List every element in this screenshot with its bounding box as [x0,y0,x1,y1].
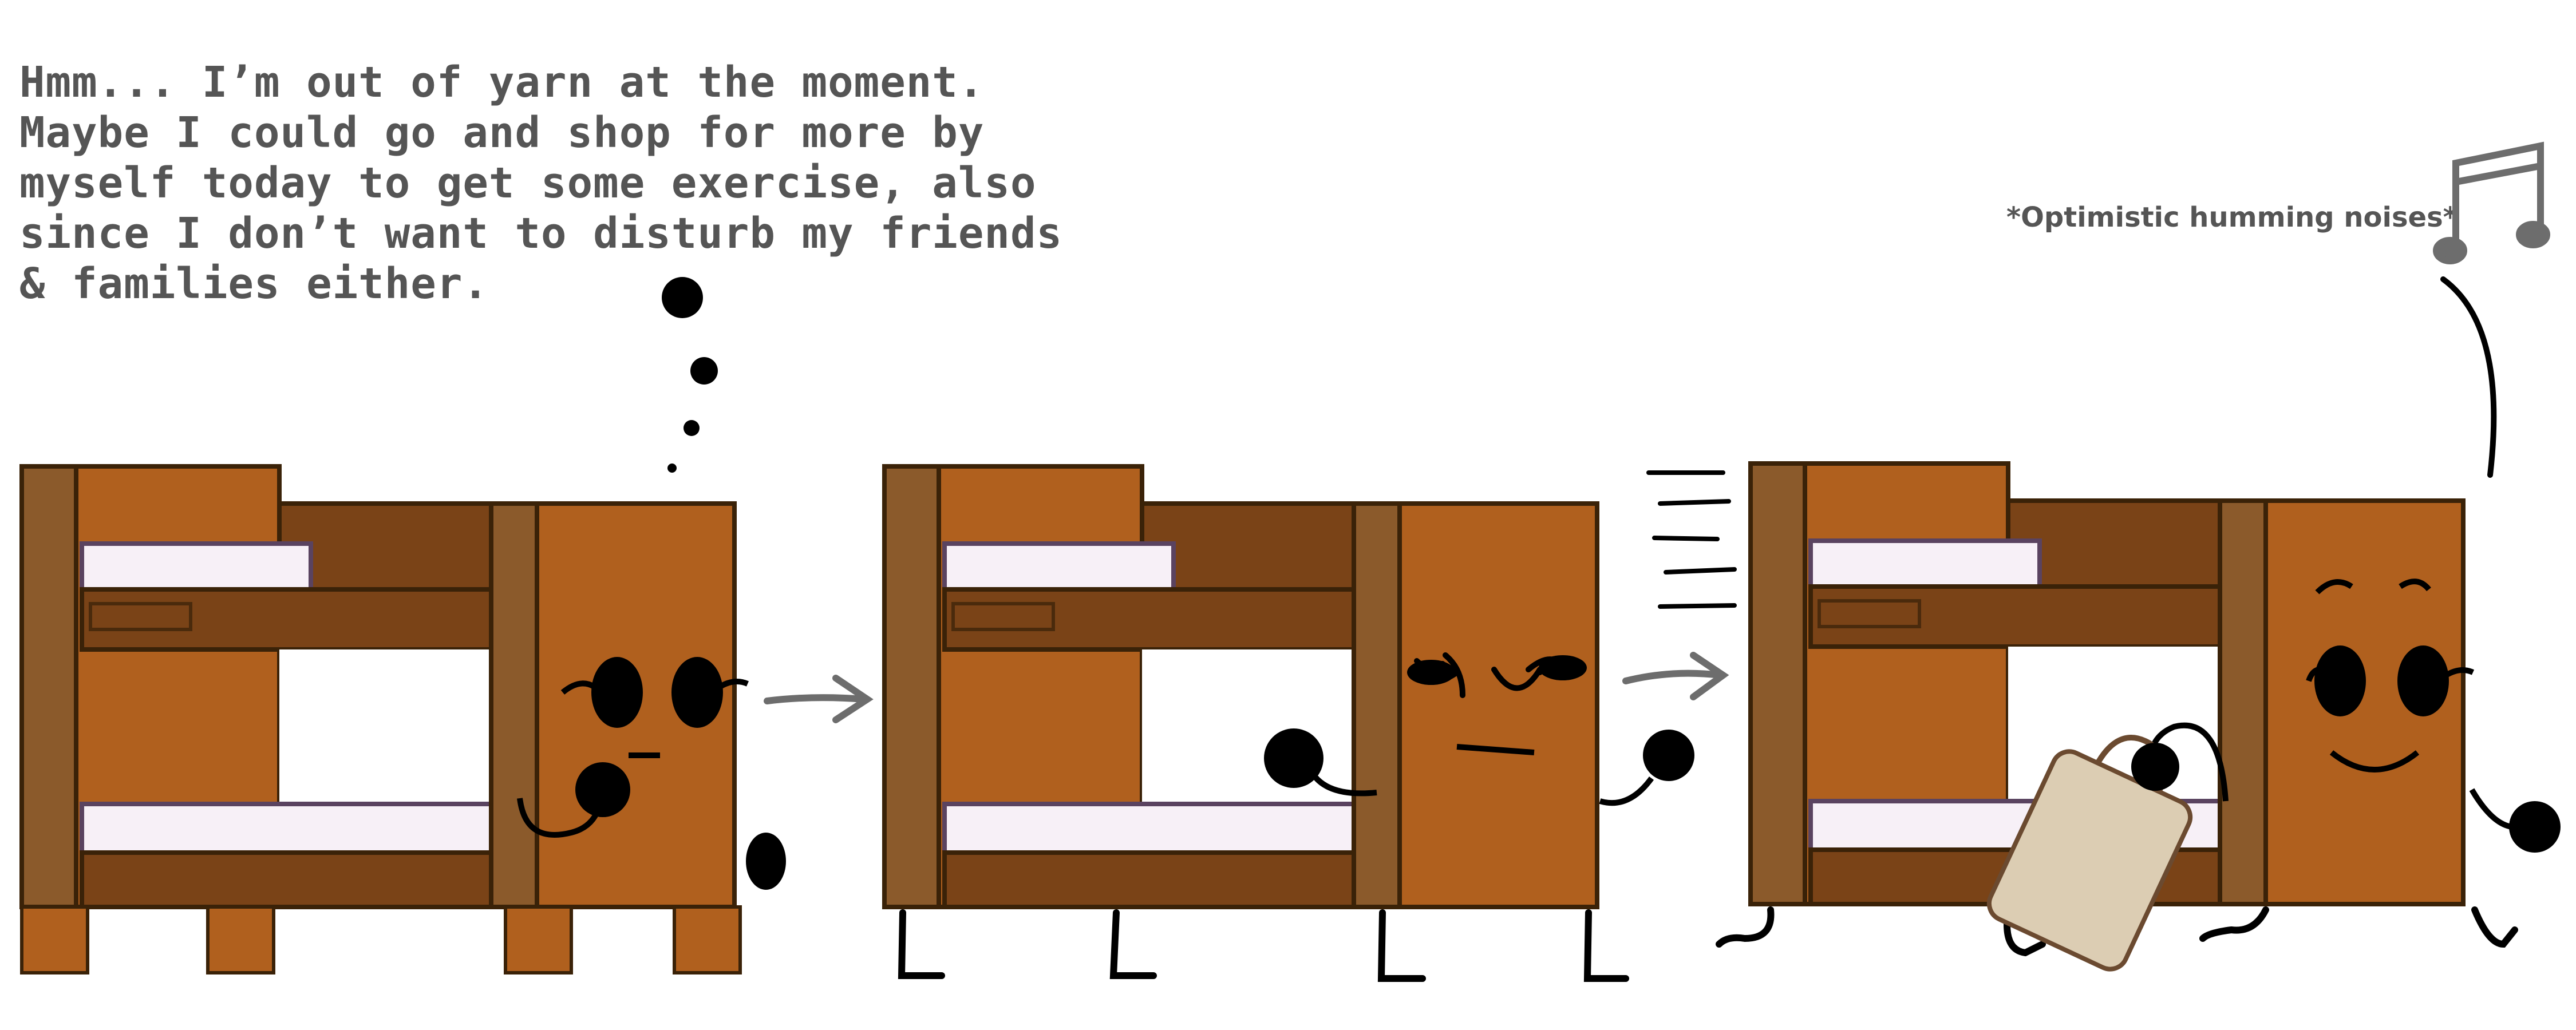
thought-line-2: Maybe I could go and shop for more by [19,108,985,157]
character-fists [1264,728,1694,806]
bunk-bed-character-confident [884,466,1694,982]
character-lashes [1407,655,1587,685]
character-hand [2469,788,2561,853]
humming-line [2440,276,2497,478]
character-mouth [1456,744,1535,755]
humming-caption: *Optimistic humming noises* [2006,201,2458,233]
thought-text: Hmm... I’m out of yarn at the moment. Ma… [19,57,1063,309]
character-eyes [2306,579,2475,716]
character-hand [517,762,630,838]
thought-line-1: Hmm... I’m out of yarn at the moment. [19,58,985,107]
thought-line-3: myself today to get some exercise, also [19,159,1037,208]
wooden-legs [20,905,742,974]
character-eyes [560,657,749,728]
speed-lines [1646,470,1737,609]
thought-line-4: since I don’t want to disturb my friends [19,209,1063,258]
arrow-right-icon [1622,652,1729,700]
arrow-right-icon [764,675,874,723]
music-note-icon [2433,141,2550,264]
walking-legs [1716,906,2518,957]
character-hand [2131,743,2179,791]
thought-bubble-dots-icon [662,277,718,473]
thought-line-5: & families either. [19,259,489,308]
bunk-bed-character-thinking [20,466,786,974]
bunk-bed-character-walking [1716,464,2561,957]
character-smile [2329,750,2420,772]
stick-legs [898,909,1629,982]
